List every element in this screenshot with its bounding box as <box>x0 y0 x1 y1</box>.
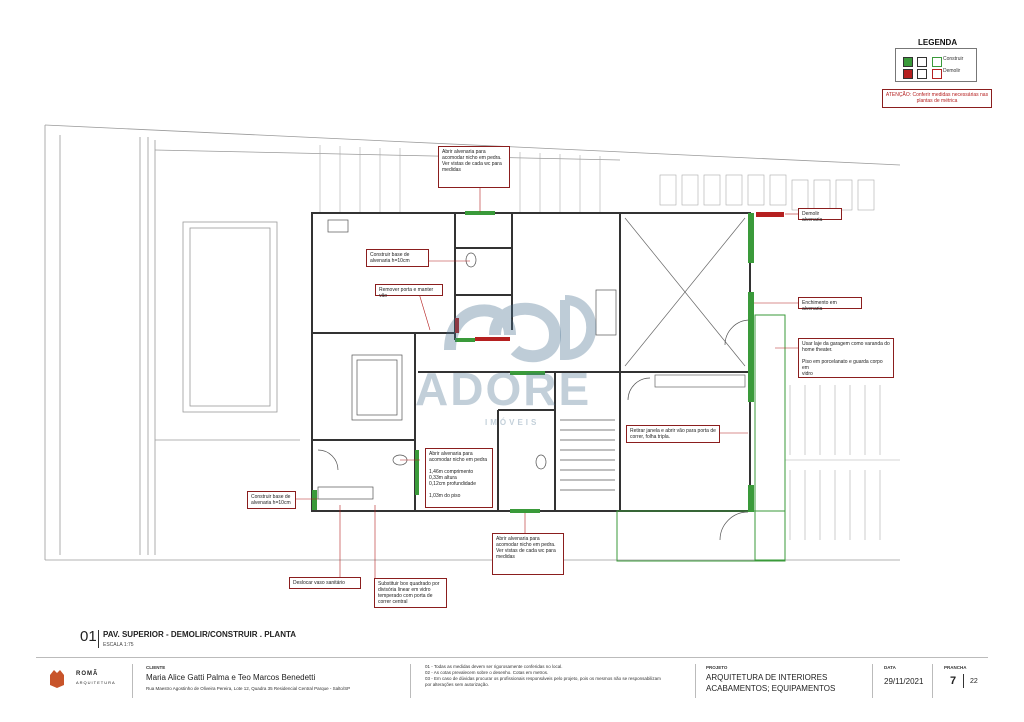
footer-sep-4 <box>872 664 873 698</box>
footer-sep-5 <box>932 664 933 698</box>
note-5: Enchimento em alvenaria <box>798 297 862 312</box>
note-6: Usar laje da garagem como varanda do hom… <box>798 338 894 378</box>
void-x <box>624 217 746 388</box>
watermark: ADORE IMÓVEIS <box>415 290 615 440</box>
legend-demolish-swatches <box>903 66 942 84</box>
note-1: Abrir alvenaria para acomodar nicho em p… <box>438 146 510 188</box>
note-8: Abrir alvenaria para acomodar nicho em p… <box>425 448 493 508</box>
note-2: Construir base de alvenaria h=10cm <box>366 249 429 267</box>
legend-construct-swatches <box>903 54 942 72</box>
note-4: Demolir alvenaria <box>798 208 842 223</box>
windows-right-top <box>659 174 875 211</box>
client-address: Rua Maestro Agostinho de Oliveira Pereir… <box>146 686 351 691</box>
drawing-number: 01 <box>80 628 97 645</box>
note-11: Deslocar vaso sanitário <box>289 577 361 589</box>
leader-lines <box>296 188 798 580</box>
footer-logo-name: ROMÃ <box>76 671 99 677</box>
note-3: Remover porta e manter vão <box>375 284 443 299</box>
legend-warning: ATENÇÃO: Conferir medidas necessárias na… <box>882 89 992 108</box>
note-10: Abrir alvenaria para acomodar nicho em p… <box>492 533 564 575</box>
sheet-divider <box>963 674 964 688</box>
footer-sep-2 <box>410 664 411 698</box>
parking-right <box>785 385 900 540</box>
project-line-2: ACABAMENTOS; EQUIPAMENTOS <box>706 684 836 693</box>
obs-4: por alterações sem autorização. <box>425 682 490 687</box>
footer-divider <box>36 657 988 658</box>
project-label: PROJETO <box>706 665 728 670</box>
drawing-scale: ESCALA 1:75 <box>103 642 134 648</box>
client-label: CLIENTE <box>146 665 166 670</box>
drawing-title: PAV. SUPERIOR - DEMOLIR/CONSTRUIR . PLAN… <box>103 630 297 639</box>
note-9: Construir base de alvenaria h=10cm <box>247 491 296 509</box>
footer-sep-3 <box>695 664 696 698</box>
sheet-number: 7 <box>950 675 957 687</box>
project-line-1: ARQUITETURA DE INTERIORES <box>706 673 828 682</box>
watermark-sub: IMÓVEIS <box>485 418 540 427</box>
watermark-logo-icon <box>444 295 597 363</box>
drawing-title-divider <box>98 630 99 648</box>
obs-3: 03 - Em caso de dúvidas procurar os prof… <box>425 676 661 681</box>
pomegranate-icon <box>50 670 64 688</box>
interior-items <box>317 219 751 541</box>
legend-title: LEGENDA <box>918 38 958 47</box>
watermark-brand: ADORE <box>415 363 592 415</box>
terrace-outline <box>616 314 786 562</box>
sheet-label: PRANCHA <box>944 665 967 670</box>
sheet-total: 22 <box>970 678 978 685</box>
legend-construct-label: Construir <box>943 56 964 62</box>
footer-logo-icon <box>46 667 68 689</box>
note-7: Retirar janela e abrir vão para porta de… <box>626 425 720 443</box>
footer-logo-sub: ARQUITETURA <box>76 680 116 685</box>
site-lines <box>44 124 901 561</box>
legend <box>895 48 977 82</box>
client-name: Maria Alice Gatti Palma e Teo Marcos Ben… <box>146 673 316 682</box>
parking-top <box>319 145 601 212</box>
date-value: 29/11/2021 <box>884 677 924 686</box>
legend-demolish-label: Demolir <box>943 68 961 74</box>
demolish-walls <box>455 212 784 341</box>
construct-walls <box>312 211 754 513</box>
obs-2: 02 - As cotas prevalecem sobre o desenho… <box>425 670 549 675</box>
note-12: Substituir box quadrado por divisória li… <box>374 578 447 608</box>
footer-sep-1 <box>132 664 133 698</box>
obs-1: 01 - Todas as medidas devem ser rigorosa… <box>425 664 563 669</box>
date-label: DATA <box>884 665 896 670</box>
